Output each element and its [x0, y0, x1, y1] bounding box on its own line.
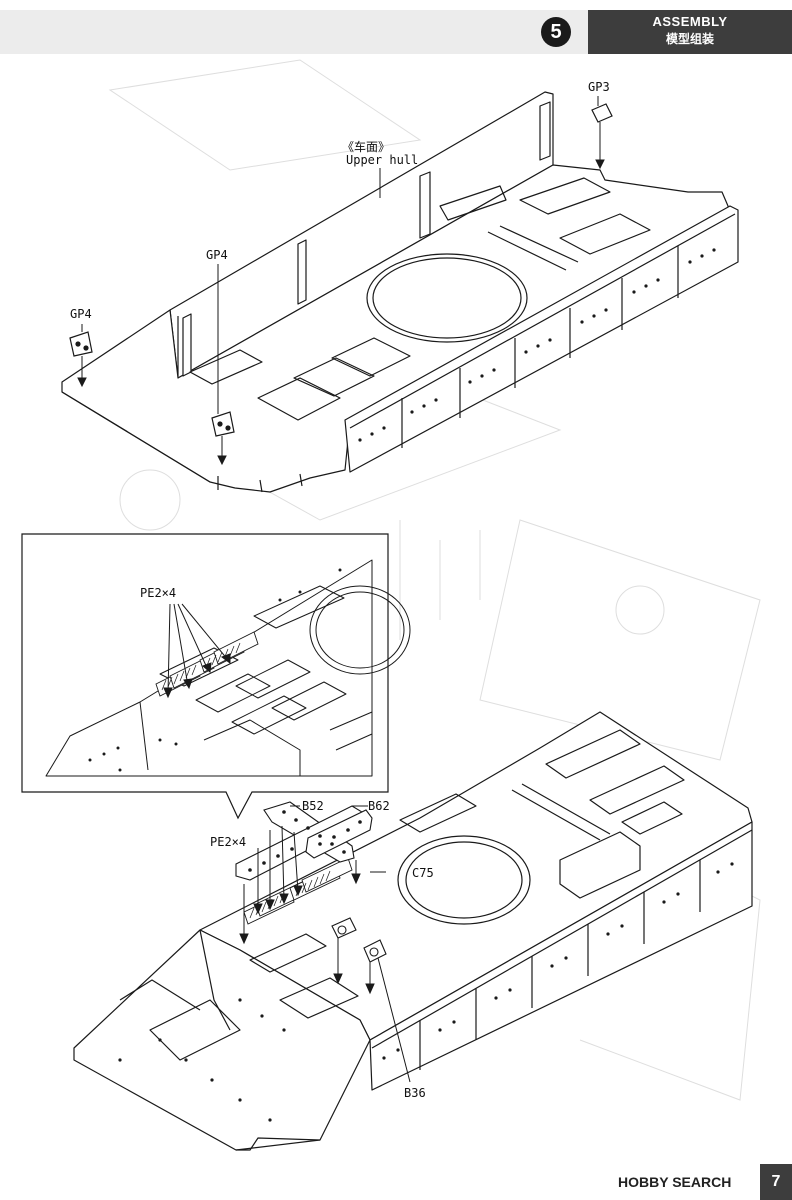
- upper-hull-part: [61, 91, 739, 493]
- inset-pe-hatching: [161, 642, 241, 691]
- section-title-cn: 模型组装: [665, 32, 714, 46]
- callout-b36: B36: [404, 1086, 426, 1100]
- inset-arrows: [163, 603, 231, 699]
- gp-parts: [69, 103, 613, 437]
- c75-part: [331, 917, 357, 939]
- lower-rivets: [118, 862, 734, 1122]
- b36-part: [363, 939, 387, 963]
- watermark: HOBBY SEARCH: [618, 1170, 731, 1194]
- page-number: 7: [760, 1164, 792, 1200]
- top-leader-lines: [77, 96, 605, 466]
- callout-pe2: PE2×4: [210, 835, 247, 849]
- section-title-en: ASSEMBLY: [652, 14, 728, 29]
- part-name-en: Upper hull: [346, 153, 419, 167]
- inset-callout-pe2: PE2×4: [140, 586, 177, 600]
- callout-gp4-left: GP4: [70, 307, 92, 321]
- part-name-cn: 《车面》: [342, 140, 391, 154]
- callout-gp3-label: GP3: [588, 80, 610, 94]
- bottom-leader-lines: [239, 805, 411, 1083]
- gp3-part: [591, 103, 613, 123]
- callout-b52: B52: [302, 799, 324, 813]
- section-header: ASSEMBLY 模型组装: [588, 10, 792, 54]
- inset-rivets: [88, 568, 342, 772]
- hobby-search-logo: HOBBY SEARCH: [618, 1174, 732, 1190]
- rail-holes: [248, 810, 362, 872]
- hull-rivets: [358, 248, 716, 442]
- step-number-badge: 5: [541, 17, 571, 47]
- callout-gp4-right: GP4: [206, 248, 228, 262]
- gp4-left-part: [69, 331, 93, 357]
- callout-b62: B62: [368, 799, 390, 813]
- callout-c75: C75: [412, 866, 434, 880]
